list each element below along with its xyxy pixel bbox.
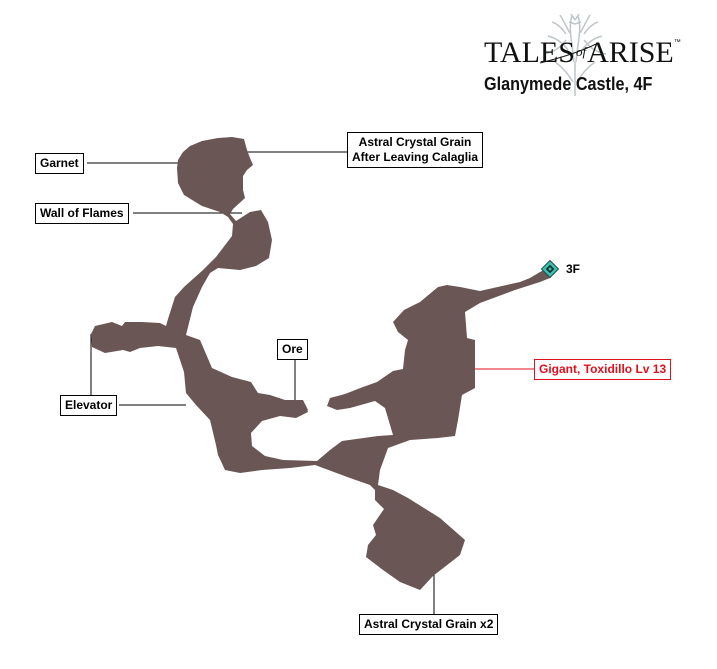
map-title: Glanymede Castle, 4F xyxy=(484,74,653,94)
label-ore[interactable]: Ore xyxy=(277,339,308,360)
label-text: Gigant, Toxidillo Lv 13 xyxy=(539,362,667,376)
label-elevator[interactable]: Elevator xyxy=(60,395,118,416)
trademark-symbol: ™ xyxy=(673,39,681,46)
exit-label-3f: 3F xyxy=(566,262,581,276)
label-text-line2: After Leaving Calaglia xyxy=(352,150,479,164)
logo-text-of: of xyxy=(575,44,587,59)
label-wall-of-flames[interactable]: Wall of Flames xyxy=(35,203,129,224)
label-text-line1: Astral Crystal Grain xyxy=(358,135,472,149)
dungeon-floor xyxy=(91,137,550,590)
label-gigant-toxidillo[interactable]: Gigant, Toxidillo Lv 13 xyxy=(534,359,672,380)
label-astral-crystal-grain-calaglia[interactable]: Astral Crystal Grain After Leaving Calag… xyxy=(347,132,484,168)
logo-text-tales: TALES xyxy=(484,36,575,69)
label-text: Wall of Flames xyxy=(40,206,124,220)
label-text: Garnet xyxy=(40,156,79,170)
label-astral-crystal-grain-x2[interactable]: Astral Crystal Grain x2 xyxy=(359,614,499,635)
label-text: Elevator xyxy=(65,398,113,412)
label-garnet[interactable]: Garnet xyxy=(35,153,84,174)
diamond-warp-icon[interactable] xyxy=(540,259,560,279)
logo-swoosh xyxy=(539,43,597,64)
ore-spot xyxy=(292,400,308,416)
logo-text-arise: ARISE xyxy=(587,36,674,69)
label-text: Astral Crystal Grain x2 xyxy=(364,617,494,631)
logo-crest-icon xyxy=(543,13,607,96)
game-logo: TALESofARISE™ xyxy=(484,36,681,70)
label-text: Ore xyxy=(282,342,303,356)
